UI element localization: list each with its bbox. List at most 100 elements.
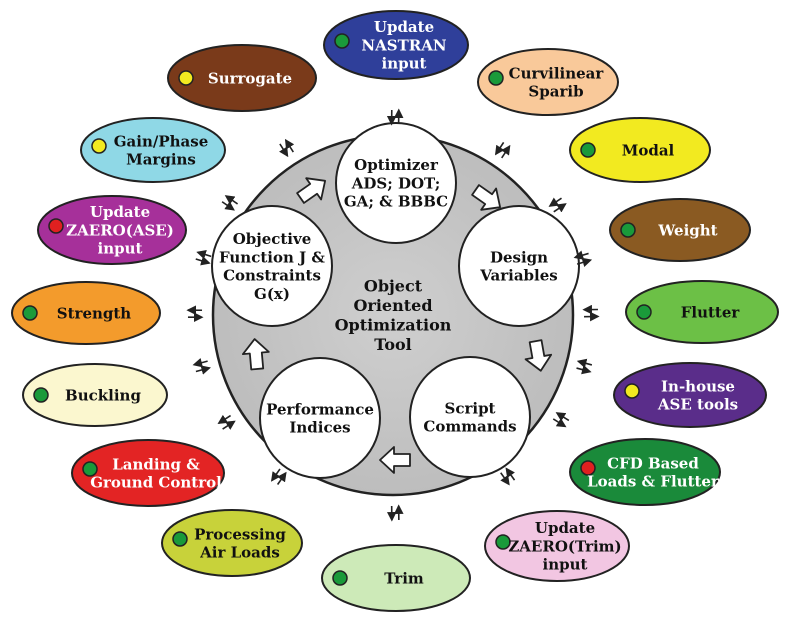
module-curvilinear-sparib-ellipse: [477, 48, 619, 116]
exchange-arrow-processing-air-loads: [270, 468, 287, 485]
module-landing-ground-control-ellipse: [71, 439, 225, 507]
module-trim-ellipse: [321, 544, 471, 612]
node-objective-function-line-1: Objective: [233, 230, 312, 248]
center-label-line-4: Tool: [374, 335, 412, 354]
module-landing-ground-control-status-dot: [82, 461, 98, 477]
module-landing-ground-control: Landing &Ground Control: [71, 439, 225, 507]
module-surrogate-ellipse: [167, 44, 317, 112]
flow-arrow-performance-to-objective: [241, 338, 270, 371]
module-strength: Strength: [11, 281, 161, 345]
module-inhouse-ase-tools-line-2: ASE tools: [657, 396, 738, 414]
module-update-nastran-line-2: NASTRAN: [361, 36, 446, 54]
module-gain-phase-margins-ellipse: [80, 117, 226, 183]
module-update-zaero-ase-ellipse: [37, 195, 187, 265]
module-update-zaero-ase-status-dot: [48, 218, 64, 234]
flow-arrow-optimizer-to-design: [471, 184, 502, 211]
flow-arrows: [241, 177, 553, 474]
modules: UpdateNASTRANinputCurvilinearSparibModal…: [11, 10, 779, 612]
exchange-arrow-strength: [186, 305, 204, 323]
module-surrogate: Surrogate: [167, 44, 317, 112]
module-buckling-status-dot: [33, 387, 49, 403]
exchange-arrow-flutter: [582, 304, 600, 322]
module-cfd-based-loads-line-1: CFD Based: [607, 454, 699, 472]
exchange-arrow-update-zaero-ase: [195, 250, 212, 266]
exchange-arrow-trim: [386, 504, 404, 522]
exchange-arrow-weight: [573, 250, 593, 268]
module-trim-line-1: Trim: [384, 569, 424, 587]
node-design-variables-circle: [458, 205, 580, 327]
module-curvilinear-sparib-status-dot: [488, 70, 504, 86]
module-update-nastran-line-1: Update: [374, 18, 434, 36]
module-flutter-line-1: Flutter: [681, 303, 741, 321]
module-flutter: Flutter: [625, 280, 779, 344]
node-script-commands-circle: [409, 356, 531, 478]
module-modal-ellipse: [569, 117, 711, 183]
exchange-arrow-inhouse-ase-tools: [576, 358, 593, 375]
module-gain-phase-margins-line-2: Margins: [126, 151, 196, 169]
module-buckling-line-1: Buckling: [65, 386, 141, 404]
module-strength-status-dot: [22, 305, 38, 321]
exchange-arrows: [186, 108, 600, 522]
module-update-zaero-trim-ellipse: [484, 510, 630, 582]
module-update-zaero-trim-status-dot: [495, 534, 511, 550]
node-performance-indices-circle: [259, 357, 381, 479]
exchange-arrow-surrogate: [279, 138, 295, 158]
node-script-commands-line-1: Script: [445, 399, 496, 417]
node-optimizer-line-1: Optimizer: [354, 156, 439, 174]
module-buckling: Buckling: [22, 363, 168, 427]
module-flutter-ellipse: [625, 280, 779, 344]
node-performance-indices-line-1: Performance: [266, 400, 374, 418]
module-inhouse-ase-tools-status-dot: [624, 383, 640, 399]
module-update-nastran-ellipse: [323, 10, 469, 80]
module-processing-air-loads-line-2: Air Loads: [199, 544, 280, 562]
module-flutter-status-dot: [636, 304, 652, 320]
module-surrogate-status-dot: [178, 70, 194, 86]
exchange-arrow-landing-ground-control: [217, 414, 236, 430]
module-processing-air-loads-status-dot: [172, 531, 188, 547]
module-buckling-ellipse: [22, 363, 168, 427]
node-performance-indices-line-2: Indices: [289, 419, 350, 437]
node-design-variables-line-1: Design: [490, 248, 548, 266]
module-inhouse-ase-tools-line-1: In-house: [661, 377, 735, 395]
module-update-nastran-line-3: input: [382, 55, 427, 73]
node-objective-function-line-2: Function J &: [219, 248, 325, 266]
node-objective-function-circle: [211, 205, 333, 327]
module-cfd-based-loads-status-dot: [580, 460, 596, 476]
module-modal-line-1: Modal: [622, 141, 675, 159]
exchange-arrow-curvilinear-sparib: [494, 141, 511, 159]
module-update-zaero-ase-line-1: Update: [90, 203, 150, 221]
module-cfd-based-loads-ellipse: [569, 438, 721, 506]
flow-arrow-script-to-performance: [379, 446, 411, 474]
node-script-commands-line-2: Commands: [423, 418, 516, 436]
node-design-variables-line-2: Variables: [479, 267, 557, 285]
flow-arrow-objective-to-optimizer: [296, 177, 327, 204]
module-modal: Modal: [569, 117, 711, 183]
exchange-arrow-cfd-based-loads: [552, 412, 570, 428]
module-gain-phase-margins-line-1: Gain/Phase: [114, 132, 209, 150]
module-update-zaero-trim-line-3: input: [543, 556, 588, 574]
center-label-line-1: Object: [364, 276, 423, 295]
module-inhouse-ase-tools-ellipse: [613, 362, 767, 428]
node-objective-function-line-4: G(x): [254, 285, 290, 303]
center-label-line-3: Optimization: [335, 316, 452, 335]
module-weight-line-1: Weight: [657, 221, 717, 239]
module-gain-phase-margins-status-dot: [91, 138, 107, 154]
exchange-arrow-gain-phase-margins: [221, 195, 239, 211]
exchange-arrow-buckling: [192, 358, 211, 375]
flow-arrow-design-to-script: [524, 339, 553, 372]
module-trim: Trim: [321, 544, 471, 612]
node-optimizer-line-2: ADS; DOT;: [351, 174, 440, 192]
module-processing-air-loads-line-1: Processing: [194, 525, 286, 543]
